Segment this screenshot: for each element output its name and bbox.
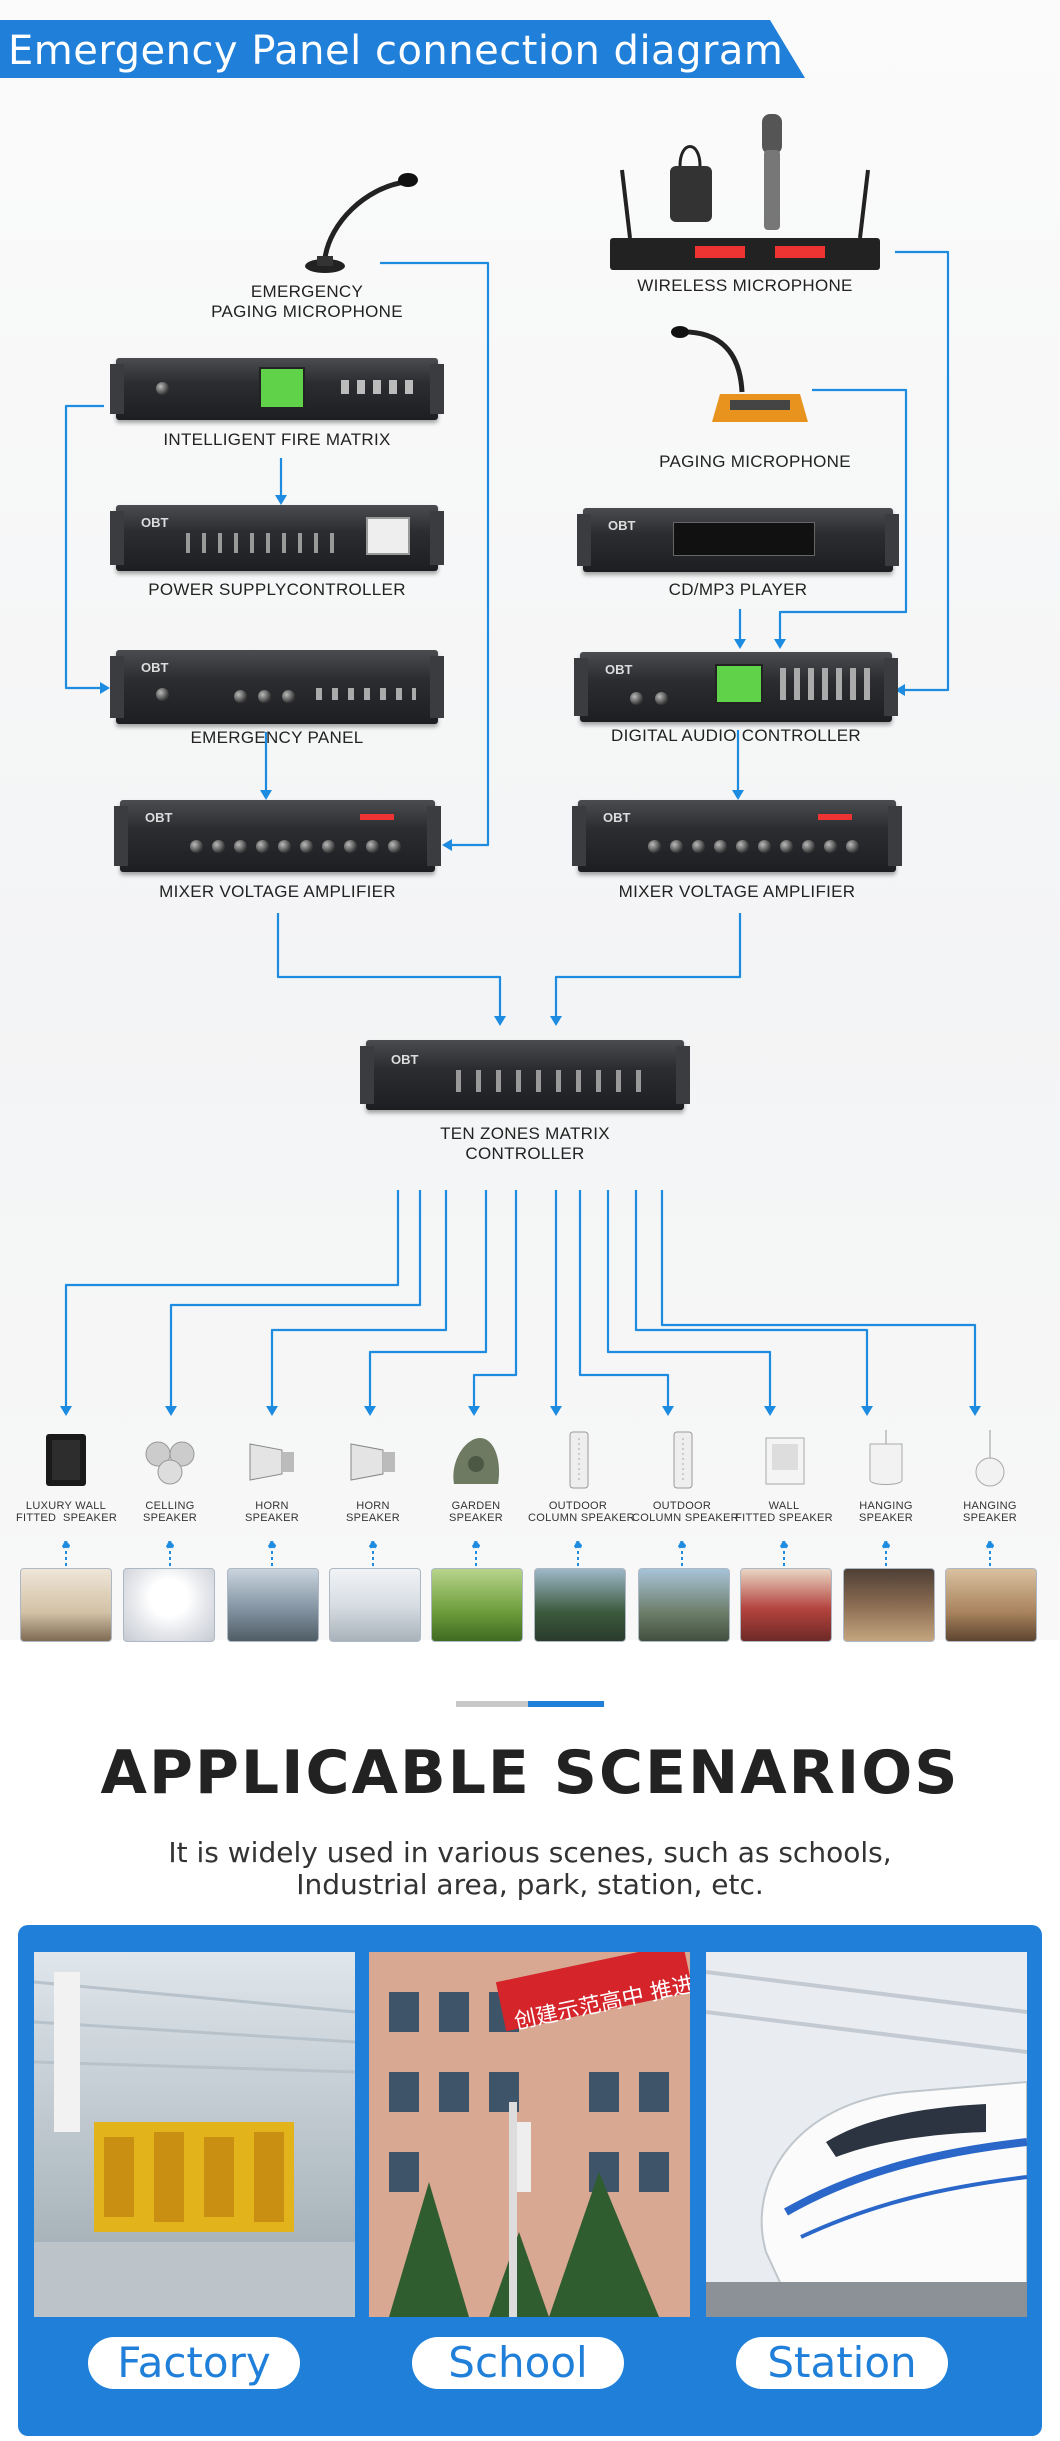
line-zone-7 <box>578 1190 670 1408</box>
speaker-label: OUTDOOR COLUMN SPEAKER <box>632 1500 739 1524</box>
hanging-speaker-icon <box>869 1430 903 1485</box>
scene-photo-horn <box>329 1568 421 1642</box>
line-zone-3 <box>270 1190 448 1408</box>
line-zone-5 <box>472 1190 518 1408</box>
scene-photo-shop <box>740 1568 832 1642</box>
line-zone-1 <box>64 1190 400 1408</box>
wireless-mic-icon <box>610 114 880 270</box>
factory-photo <box>34 1952 355 2317</box>
brand-logo: OBT <box>391 1052 419 1067</box>
station-photo <box>706 1952 1027 2317</box>
line-wireless-to-controller <box>895 250 950 692</box>
speaker-label: LUXURY WALL FITTED SPEAKER <box>16 1500 118 1524</box>
speaker-label: HANGING SPEAKER <box>962 1500 1018 1524</box>
scenario-label-school: School <box>412 2337 624 2389</box>
line-zone-9 <box>634 1190 869 1408</box>
section-divider-grey <box>456 1701 528 1707</box>
speaker-photo-links <box>62 1541 994 1566</box>
right-mixer-amplifier-label: MIXER VOLTAGE AMPLIFIER <box>618 882 856 901</box>
cd-player-label: CD/MP3 PLAYER <box>668 580 808 599</box>
digital-audio-controller-label: DIGITAL AUDIO CONTROLLER <box>611 726 861 745</box>
emergency-mic-icon <box>305 173 418 273</box>
wall-fitted-speaker-icon <box>765 1437 805 1485</box>
scene-photo-outdoor <box>638 1568 730 1642</box>
brand-logo: OBT <box>145 810 173 825</box>
line-zone-2 <box>169 1190 422 1408</box>
power-controller-label: POWER SUPPLYCONTROLLER <box>148 580 406 599</box>
speaker-label: GARDEN SPEAKER <box>448 1500 504 1524</box>
ten-zone-matrix-device: OBT <box>360 1040 690 1110</box>
horn-speaker-icon <box>350 1443 395 1481</box>
brand-logo: OBT <box>141 515 169 530</box>
emergency-panel-device: OBT <box>110 650 444 724</box>
speaker-label: OUTDOOR COLUMN SPEAKER <box>528 1500 635 1524</box>
line-fire-matrix-to-panel <box>64 404 104 690</box>
scene-photo-garden <box>431 1568 523 1642</box>
line-right-mixer-to-matrix <box>554 913 742 1020</box>
scenario-label-station: Station <box>736 2337 948 2389</box>
luxury-wall-speaker-icon <box>46 1434 86 1486</box>
emergency-panel-label: EMERGENCY PANEL <box>190 728 364 747</box>
brand-logo: OBT <box>603 810 631 825</box>
scene-photo-hall <box>20 1568 112 1642</box>
ceiling-speaker-icon <box>145 1441 195 1485</box>
brand-logo: OBT <box>141 660 169 675</box>
scenarios-description-1: It is widely used in various scenes, suc… <box>168 1836 892 1869</box>
left-mixer-amplifier-device: OBT <box>114 800 441 872</box>
garden-speaker-icon <box>453 1438 500 1484</box>
speaker-label: HORN SPEAKER <box>345 1500 401 1524</box>
line-emergency-mic-to-mixer <box>380 261 490 847</box>
column-speaker-icon <box>569 1431 589 1489</box>
title-banner: Emergency Panel connection diagram <box>0 20 805 78</box>
cd-player-device: OBT <box>577 508 899 572</box>
fire-matrix-device <box>110 358 444 420</box>
emergency-mic-label: EMERGENCY PAGING MICROPHONE <box>211 282 403 321</box>
line-zone-8 <box>606 1190 772 1408</box>
column-speaker-icon <box>673 1431 693 1489</box>
scenarios-description-2: Industrial area, park, station, etc. <box>296 1868 764 1901</box>
scene-photo-park <box>534 1568 626 1642</box>
paging-mic-icon <box>671 326 808 422</box>
paging-mic-label: PAGING MICROPHONE <box>659 452 851 471</box>
wireless-mic-label: WIRELESS MICROPHONE <box>637 276 853 295</box>
scene-photo-corridor <box>843 1568 935 1642</box>
horn-speaker-icon <box>249 1443 294 1481</box>
scene-photo-ceiling <box>123 1568 215 1642</box>
school-photo: 创建示范高中 推进 <box>369 1952 690 2317</box>
speaker-label: HANGING SPEAKER <box>858 1500 914 1524</box>
connection-lines <box>60 250 994 1566</box>
speaker-label: CELLING SPEAKER <box>142 1500 198 1524</box>
pendant-speaker-icon <box>975 1430 1005 1487</box>
line-zone-4 <box>368 1190 488 1408</box>
speaker-label: HORN SPEAKER <box>244 1500 300 1524</box>
brand-logo: OBT <box>605 662 633 677</box>
section-divider-blue <box>528 1701 604 1707</box>
line-left-mixer-to-matrix <box>276 913 502 1020</box>
scenario-label-factory: Factory <box>88 2337 300 2389</box>
left-mixer-amplifier-label: MIXER VOLTAGE AMPLIFIER <box>159 882 396 901</box>
digital-audio-controller-device: OBT <box>574 652 898 722</box>
diagram-title: Emergency Panel connection diagram <box>8 28 784 74</box>
scene-photo-factory <box>227 1568 319 1642</box>
right-mixer-amplifier-device: OBT <box>572 800 902 872</box>
speaker-label: WALL FITTED SPEAKER <box>735 1500 833 1524</box>
line-paging-to-controller <box>778 388 908 641</box>
fire-matrix-label: INTELLIGENT FIRE MATRIX <box>163 430 391 449</box>
power-controller-device: OBT <box>110 505 444 571</box>
line-zone-10 <box>660 1190 977 1408</box>
brand-logo: OBT <box>608 518 636 533</box>
scenarios-title: APPLICABLE SCENARIOS <box>100 1738 960 1808</box>
matrix-label: TEN ZONES MATRIX CONTROLLER <box>440 1124 610 1163</box>
scene-photo-room <box>945 1568 1037 1642</box>
